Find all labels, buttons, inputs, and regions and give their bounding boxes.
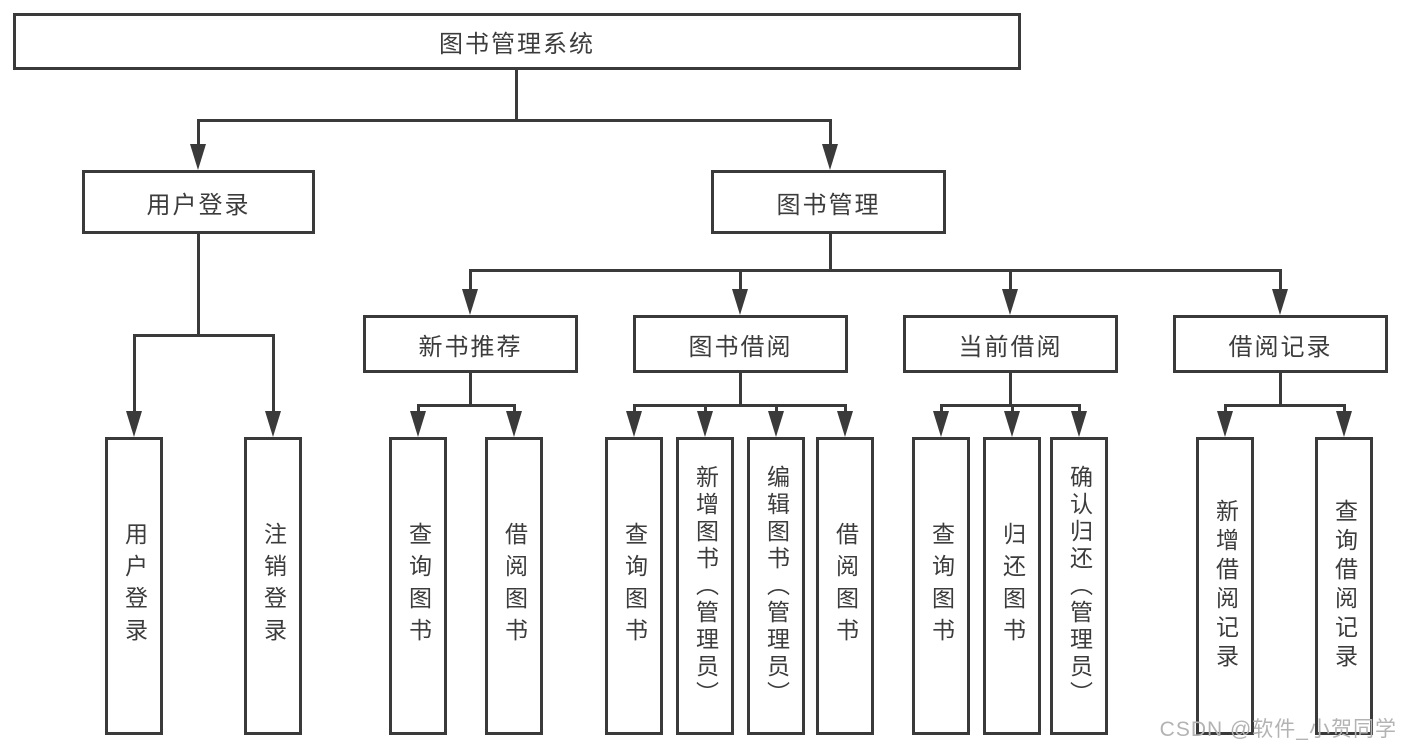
node-label: 确认归还（管理员） — [1066, 464, 1093, 708]
edge-book-mgmt-drop-4 — [1279, 269, 1282, 291]
leaf-logout: 注销登录 — [244, 437, 302, 735]
node-label: 归还图书 — [999, 522, 1026, 650]
arrow-down-icon — [1336, 411, 1352, 437]
arrow-down-icon — [1217, 411, 1233, 437]
edge-book-mgmt-stem — [829, 234, 832, 272]
edge-root-stem — [515, 69, 518, 121]
edge-book-mgmt-branch — [469, 269, 1282, 272]
edge-borrow-branch — [633, 404, 847, 407]
arrow-down-icon — [1002, 289, 1018, 315]
edge-borrow-drop-1 — [633, 404, 636, 414]
node-book-management: 图书管理 — [711, 170, 946, 234]
edge-user-login-drop-1 — [133, 334, 136, 414]
node-label: 新书推荐 — [418, 333, 523, 361]
node-label: 查询图书 — [928, 522, 955, 650]
node-label: 查询图书 — [405, 522, 432, 650]
node-label: 注销登录 — [260, 522, 287, 650]
edge-book-mgmt-drop-2 — [739, 269, 742, 291]
node-current-borrow: 当前借阅 — [903, 315, 1118, 373]
edge-recommend-stem — [469, 373, 472, 407]
node-label: 用户登录 — [146, 191, 251, 219]
leaf-query-books-recommend: 查询图书 — [389, 437, 447, 735]
arrow-down-icon — [626, 411, 642, 437]
edge-records-stem — [1279, 373, 1282, 407]
leaf-confirm-return-admin: 确认归还（管理员） — [1050, 437, 1108, 735]
leaf-add-book-admin: 新增图书（管理员） — [676, 437, 734, 735]
node-label: 新增图书（管理员） — [692, 464, 719, 708]
arrow-down-icon — [506, 411, 522, 437]
edge-records-branch — [1224, 404, 1346, 407]
arrow-down-icon — [697, 411, 713, 437]
edge-current-drop-2 — [1011, 404, 1014, 414]
leaf-user-login: 用户登录 — [105, 437, 163, 735]
edge-root-branch — [197, 119, 832, 122]
arrow-down-icon — [768, 411, 784, 437]
edge-current-drop-1 — [940, 404, 943, 414]
arrow-down-icon — [265, 411, 281, 437]
arrow-down-icon — [933, 411, 949, 437]
watermark: CSDN @软件_小贺同学 — [1159, 718, 1397, 741]
arrow-down-icon — [462, 289, 478, 315]
node-label: 新增借阅记录 — [1212, 499, 1239, 673]
edge-borrow-drop-4 — [844, 404, 847, 414]
edge-root-right-drop — [829, 119, 832, 147]
arrow-down-icon — [837, 411, 853, 437]
edge-recommend-drop-2 — [513, 404, 516, 414]
edge-current-drop-3 — [1078, 404, 1081, 414]
leaf-query-borrow-record: 查询借阅记录 — [1315, 437, 1373, 735]
arrow-down-icon — [410, 411, 426, 437]
edge-records-drop-2 — [1343, 404, 1346, 414]
node-label: 图书借阅 — [688, 333, 793, 361]
arrow-down-icon — [1272, 289, 1288, 315]
edge-borrow-drop-3 — [775, 404, 778, 414]
node-label: 编辑图书（管理员） — [763, 464, 790, 708]
leaf-query-books-current: 查询图书 — [912, 437, 970, 735]
edge-user-login-drop-2 — [272, 334, 275, 414]
node-label: 借阅记录 — [1228, 333, 1333, 361]
arrow-down-icon — [126, 411, 142, 437]
edge-recommend-drop-1 — [417, 404, 420, 414]
edge-book-mgmt-drop-1 — [469, 269, 472, 291]
arrow-down-icon — [822, 144, 838, 170]
leaf-borrow-books-recommend: 借阅图书 — [485, 437, 543, 735]
node-label: 图书管理 — [776, 191, 881, 219]
arrow-down-icon — [732, 289, 748, 315]
node-user-login: 用户登录 — [82, 170, 315, 234]
node-label: 查询借阅记录 — [1331, 499, 1358, 673]
arrow-down-icon — [1004, 411, 1020, 437]
leaf-return-book: 归还图书 — [983, 437, 1041, 735]
edge-current-stem — [1009, 373, 1012, 407]
leaf-query-books-borrow: 查询图书 — [605, 437, 663, 735]
edge-book-mgmt-drop-3 — [1009, 269, 1012, 291]
arrow-down-icon — [1071, 411, 1087, 437]
edge-root-left-drop — [197, 119, 200, 147]
leaf-add-borrow-record: 新增借阅记录 — [1196, 437, 1254, 735]
node-label: 查询图书 — [621, 522, 648, 650]
node-new-book-recommend: 新书推荐 — [363, 315, 578, 373]
edge-records-drop-1 — [1224, 404, 1227, 414]
leaf-edit-book-admin: 编辑图书（管理员） — [747, 437, 805, 735]
edge-borrow-stem — [739, 373, 742, 407]
node-borrow-records: 借阅记录 — [1173, 315, 1388, 373]
node-label: 借阅图书 — [501, 522, 528, 650]
edge-user-login-stem — [197, 234, 200, 336]
node-book-borrow: 图书借阅 — [633, 315, 848, 373]
edge-recommend-branch — [417, 404, 516, 407]
arrow-down-icon — [190, 144, 206, 170]
edge-user-login-branch — [133, 334, 275, 337]
node-label: 用户登录 — [121, 522, 148, 650]
edge-current-branch — [940, 404, 1081, 407]
node-label: 当前借阅 — [958, 333, 1063, 361]
node-label: 图书管理系统 — [439, 31, 595, 58]
edge-borrow-drop-2 — [704, 404, 707, 414]
node-label: 借阅图书 — [832, 522, 859, 650]
leaf-borrow-books-borrow: 借阅图书 — [816, 437, 874, 735]
node-book-management-system: 图书管理系统 — [13, 13, 1021, 70]
